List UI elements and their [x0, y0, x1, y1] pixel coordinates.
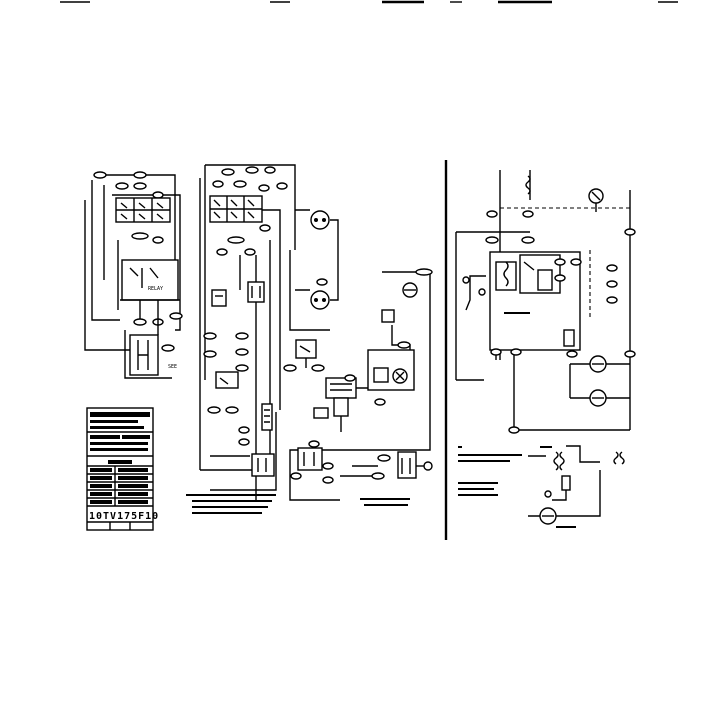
lower-relay-left: SEE — [129, 334, 177, 376]
transformer-lower — [553, 445, 625, 471]
svg-text:SEE: SEE — [168, 364, 177, 370]
timer-section — [289, 268, 433, 506]
timer-block — [367, 349, 415, 391]
main-relay-left: RELAY — [121, 259, 179, 301]
relay-block-left — [115, 197, 171, 223]
lamp-symbol — [588, 188, 604, 212]
center-control-section — [186, 164, 339, 514]
svg-text:RELAY: RELAY — [148, 286, 163, 292]
motor-top — [310, 210, 330, 230]
relay-block-center — [209, 195, 263, 223]
motor-lower — [539, 507, 557, 525]
relay-small-center — [211, 281, 265, 307]
control-board — [489, 251, 582, 351]
left-control-section: RELAY SEE — [84, 171, 183, 531]
relay-mid-lower — [297, 440, 323, 471]
motor-right-top — [589, 355, 607, 373]
model-table: 10TV175F10 — [86, 407, 159, 531]
table-code: 10TV175F10 — [89, 511, 159, 522]
motor-right-bottom — [589, 389, 607, 407]
right-schematic-section — [455, 170, 636, 528]
connector-left-top — [93, 171, 164, 199]
contactor-center — [325, 377, 357, 417]
motor-bottom — [310, 290, 330, 310]
